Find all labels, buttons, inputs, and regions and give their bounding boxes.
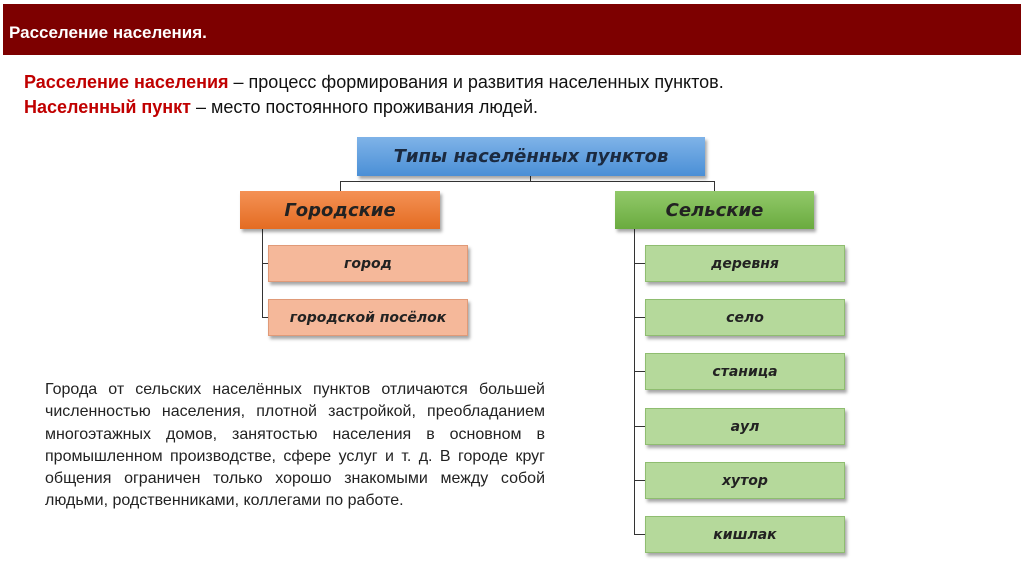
root-node: Типы населённых пунктов: [357, 137, 705, 176]
connector: [530, 176, 531, 182]
connector: [262, 263, 268, 264]
connector: [634, 317, 645, 318]
urban-item: город: [268, 245, 468, 282]
slide-title: Расселение населения.: [9, 23, 207, 42]
description-paragraph: Города от сельских населённых пунктов от…: [45, 381, 545, 510]
definition-term: Расселение населения: [24, 72, 229, 92]
rural-node: Сельские: [615, 191, 814, 229]
connector: [340, 181, 715, 182]
connector: [634, 480, 645, 481]
connector: [634, 534, 645, 535]
rural-item: деревня: [645, 245, 845, 282]
urban-item: городской посёлок: [268, 299, 468, 336]
connector: [634, 229, 635, 535]
connector: [634, 371, 645, 372]
urban-node: Городские: [240, 191, 440, 229]
title-banner: Расселение населения.: [3, 4, 1021, 55]
definition-term: Населенный пункт: [24, 97, 192, 117]
rural-item: хутор: [645, 462, 845, 499]
connector: [262, 317, 268, 318]
connector: [340, 181, 341, 191]
rural-item: село: [645, 299, 845, 336]
definition-text: – место постоянного проживания людей.: [191, 97, 539, 117]
connector: [634, 263, 645, 264]
rural-item: станица: [645, 353, 845, 390]
connector: [714, 181, 715, 191]
definition-text: – процесс формирования и развития населе…: [228, 72, 724, 92]
definition-2: Населенный пункт – место постоянного про…: [24, 97, 538, 118]
rural-item: аул: [645, 408, 845, 445]
rural-item: кишлак: [645, 516, 845, 553]
connector: [262, 229, 263, 318]
definition-1: Расселение населения – процесс формирова…: [24, 72, 724, 93]
connector: [634, 426, 645, 427]
